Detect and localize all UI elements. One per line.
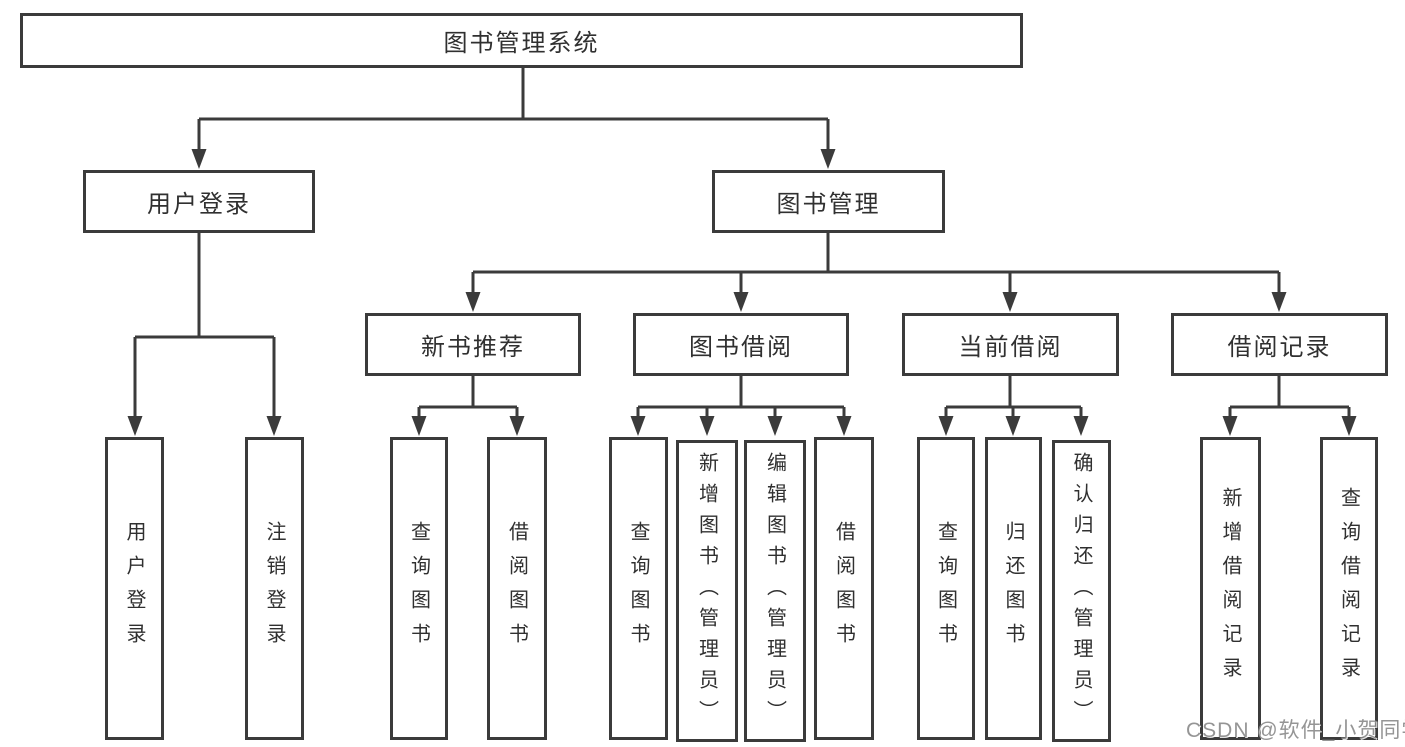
node-library-management-system: 图书管理系统 — [20, 13, 1023, 68]
leaf-logout: 注销登录 — [245, 437, 304, 740]
leaf-query-borrow-record: 查询借阅记录 — [1320, 437, 1378, 740]
node-label: 图书管理系统 — [443, 30, 600, 57]
leaf-label: 查询图书 — [407, 520, 430, 657]
leaf-label: 注销登录 — [263, 520, 285, 657]
node-label: 借阅记录 — [1227, 334, 1332, 361]
node-label: 图书管理 — [776, 191, 881, 218]
leaf-user-login: 用户登录 — [105, 437, 164, 740]
leaf-return-books: 归还图书 — [985, 437, 1042, 740]
arrowheads — [127, 119, 1357, 436]
leaf-confirm-return-admin: 确认归还（管理员） — [1052, 440, 1111, 742]
node-label: 用户登录 — [147, 191, 251, 218]
leaf-label: 借阅图书 — [505, 520, 528, 657]
node-label: 图书借阅 — [689, 334, 793, 361]
node-user-login: 用户登录 — [83, 170, 315, 233]
leaf-label: 用户登录 — [123, 520, 145, 657]
leaf-label: 借阅图书 — [832, 520, 855, 657]
leaf-label: 查询借阅记录 — [1337, 486, 1360, 691]
leaf-label: 新增借阅记录 — [1219, 486, 1241, 691]
leaf-borrow-books: 借阅图书 — [814, 437, 874, 740]
node-current-borrowing: 当前借阅 — [902, 313, 1119, 376]
leaf-borrow-books-recommend: 借阅图书 — [487, 437, 547, 740]
leaf-add-book-admin: 新增图书（管理员） — [676, 440, 738, 742]
csdn-watermark: CSDN @软件_小贺同学 — [1186, 719, 1405, 742]
node-label: 新书推荐 — [421, 334, 525, 361]
node-new-book-recommend: 新书推荐 — [365, 313, 581, 376]
leaf-label: 新增图书（管理员） — [695, 451, 718, 731]
leaf-label: 查询图书 — [934, 520, 957, 657]
node-label: 当前借阅 — [958, 334, 1063, 361]
leaf-add-borrow-record: 新增借阅记录 — [1200, 437, 1261, 740]
node-book-management: 图书管理 — [712, 170, 945, 233]
leaf-edit-book-admin: 编辑图书（管理员） — [744, 440, 806, 742]
node-book-borrowing: 图书借阅 — [633, 313, 849, 376]
leaf-query-books-recommend: 查询图书 — [390, 437, 448, 740]
leaf-query-books-current: 查询图书 — [917, 437, 975, 740]
leaf-query-books-borrow: 查询图书 — [609, 437, 668, 740]
node-borrow-records: 借阅记录 — [1171, 313, 1388, 376]
leaf-label: 确认归还（管理员） — [1070, 451, 1092, 731]
leaf-label: 归还图书 — [1002, 520, 1024, 657]
leaf-label: 编辑图书（管理员） — [763, 451, 786, 731]
leaf-label: 查询图书 — [627, 520, 649, 657]
